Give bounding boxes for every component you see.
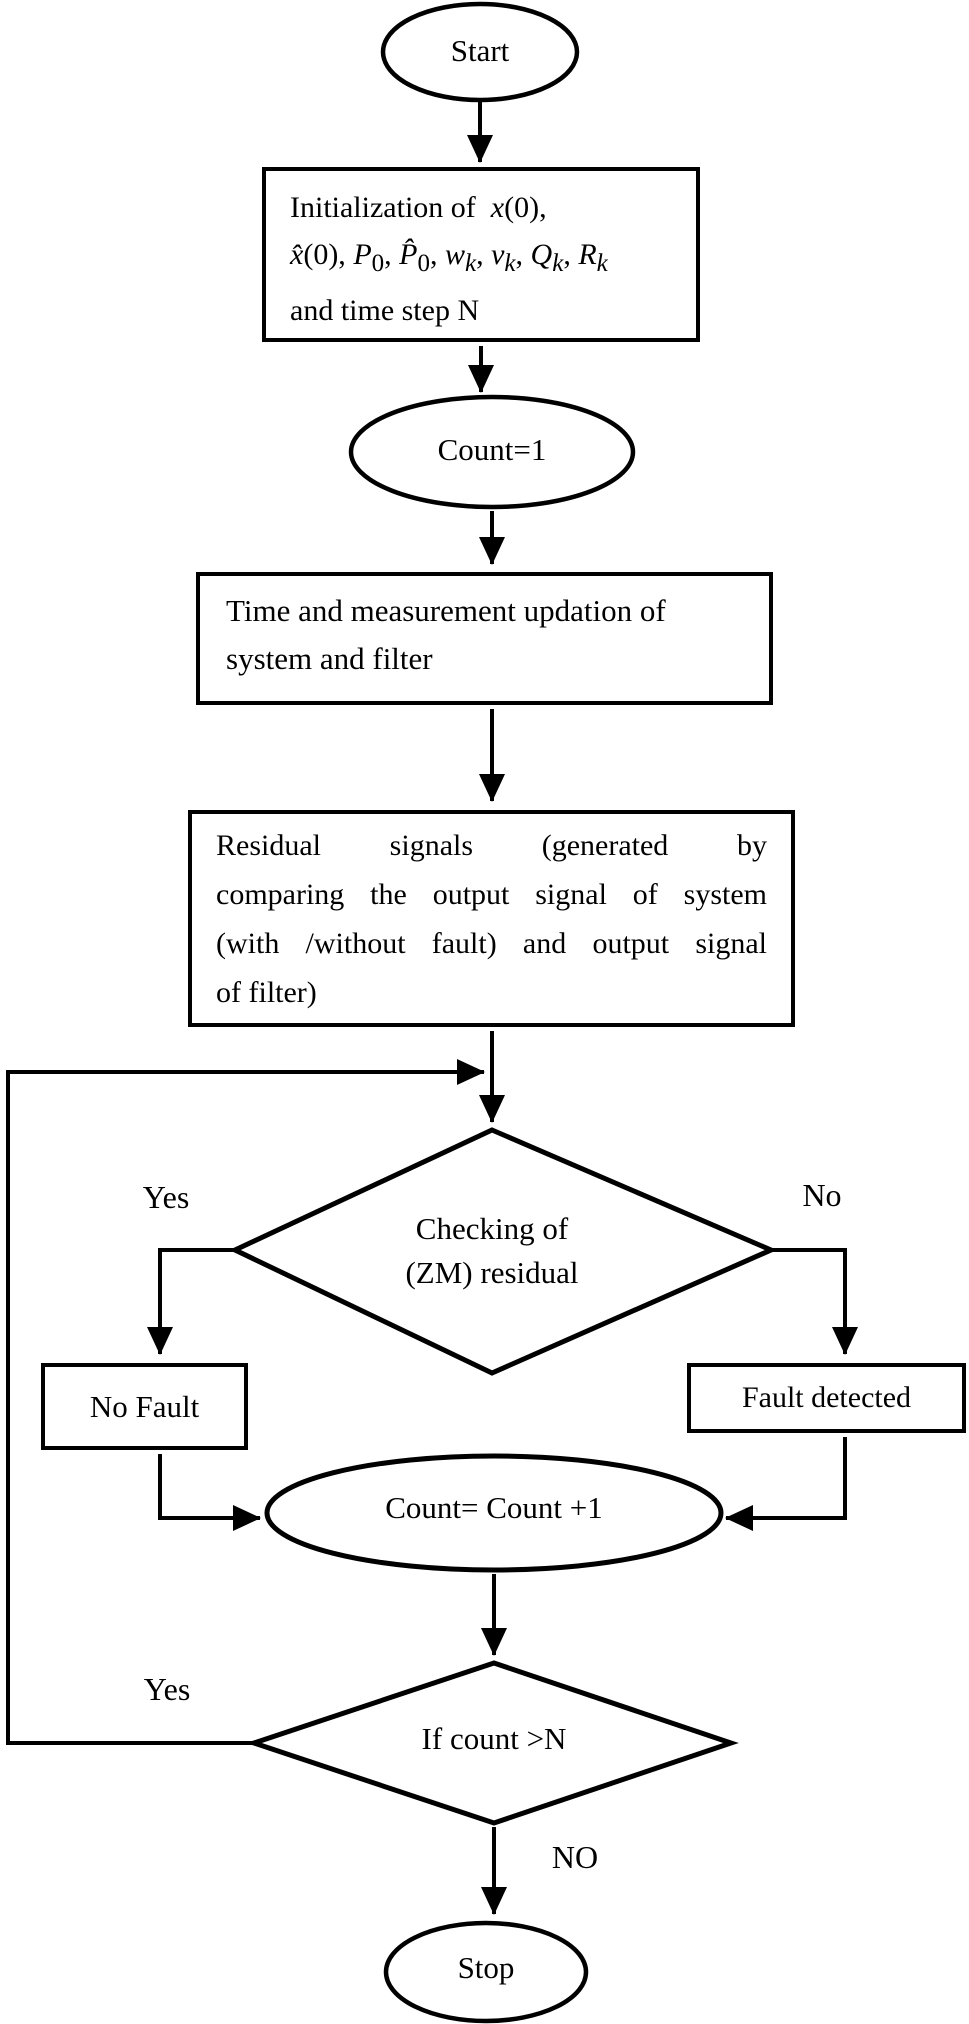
zm-yes-edge-label: Yes <box>142 1179 190 1215</box>
edge-loop-yes-feedback <box>6 1059 485 1745</box>
stop-terminator-label: Stop <box>457 1950 515 1985</box>
edge-zm-no-to-fault <box>771 1248 858 1355</box>
no-fault-label: No Fault <box>89 1388 200 1424</box>
update-line-2: system and filter <box>226 641 433 676</box>
residual-line-4: of filter) <box>216 976 317 1009</box>
update-line-1: Time and measurement updation of <box>226 593 666 628</box>
init-line-2: x̂(0), P0, P̂0, wk, vk, Qk, Rk <box>290 238 608 277</box>
residual-line-3: (with /without fault) and output signal <box>216 927 767 960</box>
update-process-box: Time and measurement updation of system … <box>196 572 773 705</box>
edge-fault-to-increment <box>725 1437 847 1531</box>
zm-check-line-1: Checking of <box>415 1211 569 1246</box>
zm-check-diamond-shape <box>229 1127 778 1376</box>
residual-process-box: Residual signals (generated by comparing… <box>188 810 795 1027</box>
no-fault-box: No Fault <box>41 1363 248 1450</box>
stop-terminator-shape <box>383 1920 589 2024</box>
start-terminator-label: Start <box>450 33 510 68</box>
edge-nofault-to-increment <box>158 1454 261 1531</box>
count-check-diamond-label: If count >N <box>421 1721 567 1756</box>
residual-line-2: comparing the output signal of system <box>216 878 767 911</box>
count-check-diamond-shape <box>246 1660 739 1826</box>
init-process-box: Initialization of x(0), x̂(0), P0, P̂0, … <box>262 167 700 342</box>
fault-detected-box: Fault detected <box>687 1363 966 1433</box>
count-init-label: Count=1 <box>437 432 547 467</box>
zm-no-edge-label: No <box>802 1177 842 1213</box>
loop-no-edge-label: NO <box>551 1839 599 1875</box>
init-line-3: and time step N <box>290 294 480 327</box>
count-increment-label: Count= Count +1 <box>385 1490 603 1525</box>
count-increment-ellipse-shape <box>264 1453 724 1573</box>
fault-detected-label: Fault detected <box>741 1381 912 1414</box>
loop-yes-edge-label: Yes <box>143 1671 191 1707</box>
count-init-ellipse-shape <box>348 394 636 510</box>
zm-check-diamond-label: Checking of (ZM) residual <box>342 1207 642 1295</box>
zm-check-line-2: (ZM) residual <box>405 1255 579 1290</box>
residual-line-1: Residual signals (generated by <box>216 829 767 862</box>
edge-zm-yes-to-nofault <box>147 1248 235 1355</box>
init-line-1: Initialization of x(0), <box>290 191 547 224</box>
